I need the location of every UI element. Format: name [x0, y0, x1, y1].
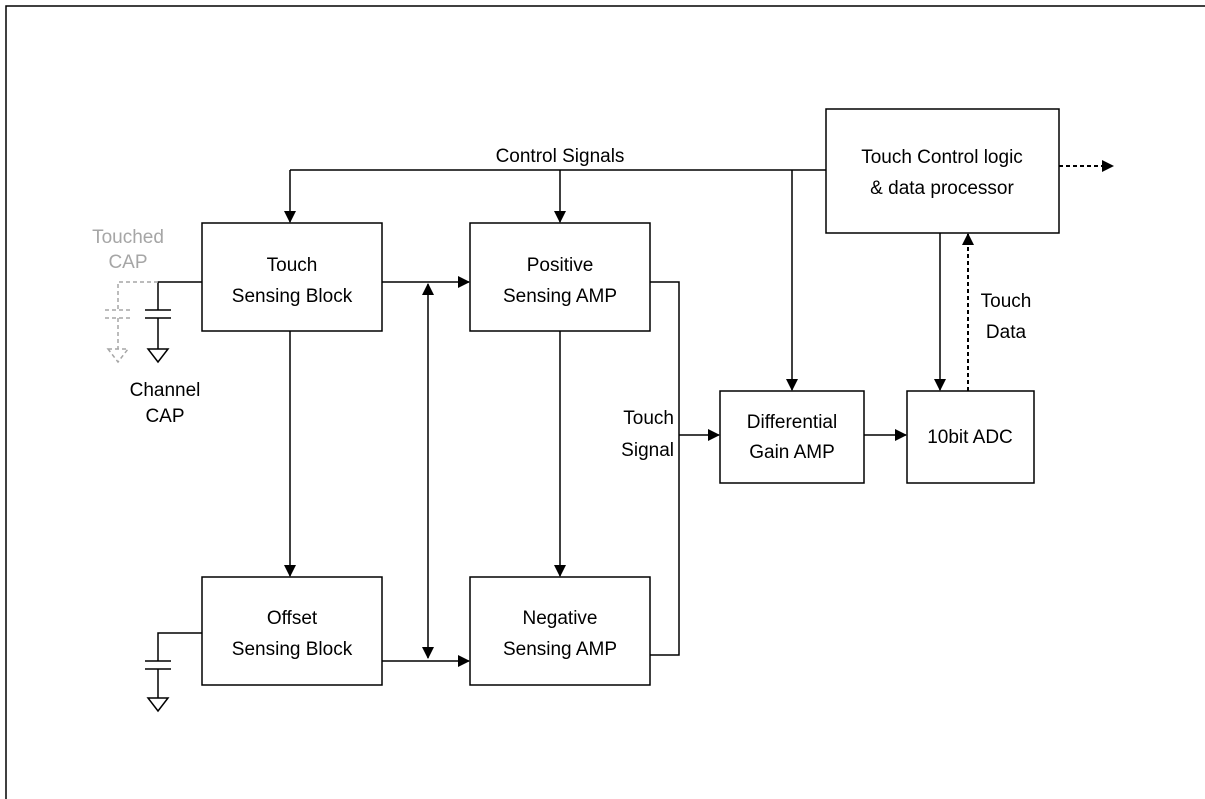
adc-label: 10bit ADC — [927, 427, 1013, 448]
channel-cap-line1: Channel — [130, 380, 201, 401]
negative-sensing-amp: Negative Sensing AMP — [469, 576, 651, 686]
diff-amp-line1: Differential — [747, 412, 837, 433]
control-signals-label: Control Signals — [496, 146, 625, 167]
positive-amp-line1: Positive — [527, 255, 594, 276]
positive-sensing-amp: Positive Sensing AMP — [469, 222, 651, 332]
touched-cap-line2: CAP — [108, 252, 147, 273]
channel-capacitor — [145, 281, 202, 349]
touch-control-logic-block: Touch Control logic & data processor — [825, 108, 1060, 234]
touch-sensing-line2: Sensing Block — [232, 286, 353, 307]
touch-signal-line1: Touch — [623, 408, 674, 429]
signal-paths — [284, 233, 946, 667]
control-signal-bus — [284, 169, 826, 391]
ground-icon — [146, 348, 170, 364]
touched-cap-line1: Touched — [92, 227, 164, 248]
touch-sensing-line1: Touch — [267, 255, 318, 276]
positive-amp-line2: Sensing AMP — [503, 286, 617, 307]
channel-cap-line2: CAP — [145, 406, 184, 427]
offset-sensing-line1: Offset — [267, 608, 318, 629]
adc-block: 10bit ADC — [906, 390, 1035, 484]
touch-data-line1: Touch — [981, 291, 1032, 312]
touched-capacitor — [105, 281, 158, 364]
touch-signal-line2: Signal — [621, 440, 674, 461]
differential-gain-amp: Differential Gain AMP — [719, 390, 865, 484]
control-logic-line1: Touch Control logic — [861, 147, 1023, 168]
touch-data-line2: Data — [986, 322, 1027, 343]
offset-capacitor — [145, 632, 202, 698]
offset-sensing-line2: Sensing Block — [232, 639, 353, 660]
touch-sensing-block: Touch Sensing Block — [201, 222, 383, 332]
ground-icon — [146, 697, 170, 713]
negative-amp-line1: Negative — [523, 608, 598, 629]
diff-amp-line2: Gain AMP — [749, 442, 835, 463]
control-logic-line2: & data processor — [870, 178, 1014, 199]
offset-sensing-block: Offset Sensing Block — [201, 576, 383, 686]
diagram-border — [5, 5, 1205, 799]
negative-amp-line2: Sensing AMP — [503, 639, 617, 660]
